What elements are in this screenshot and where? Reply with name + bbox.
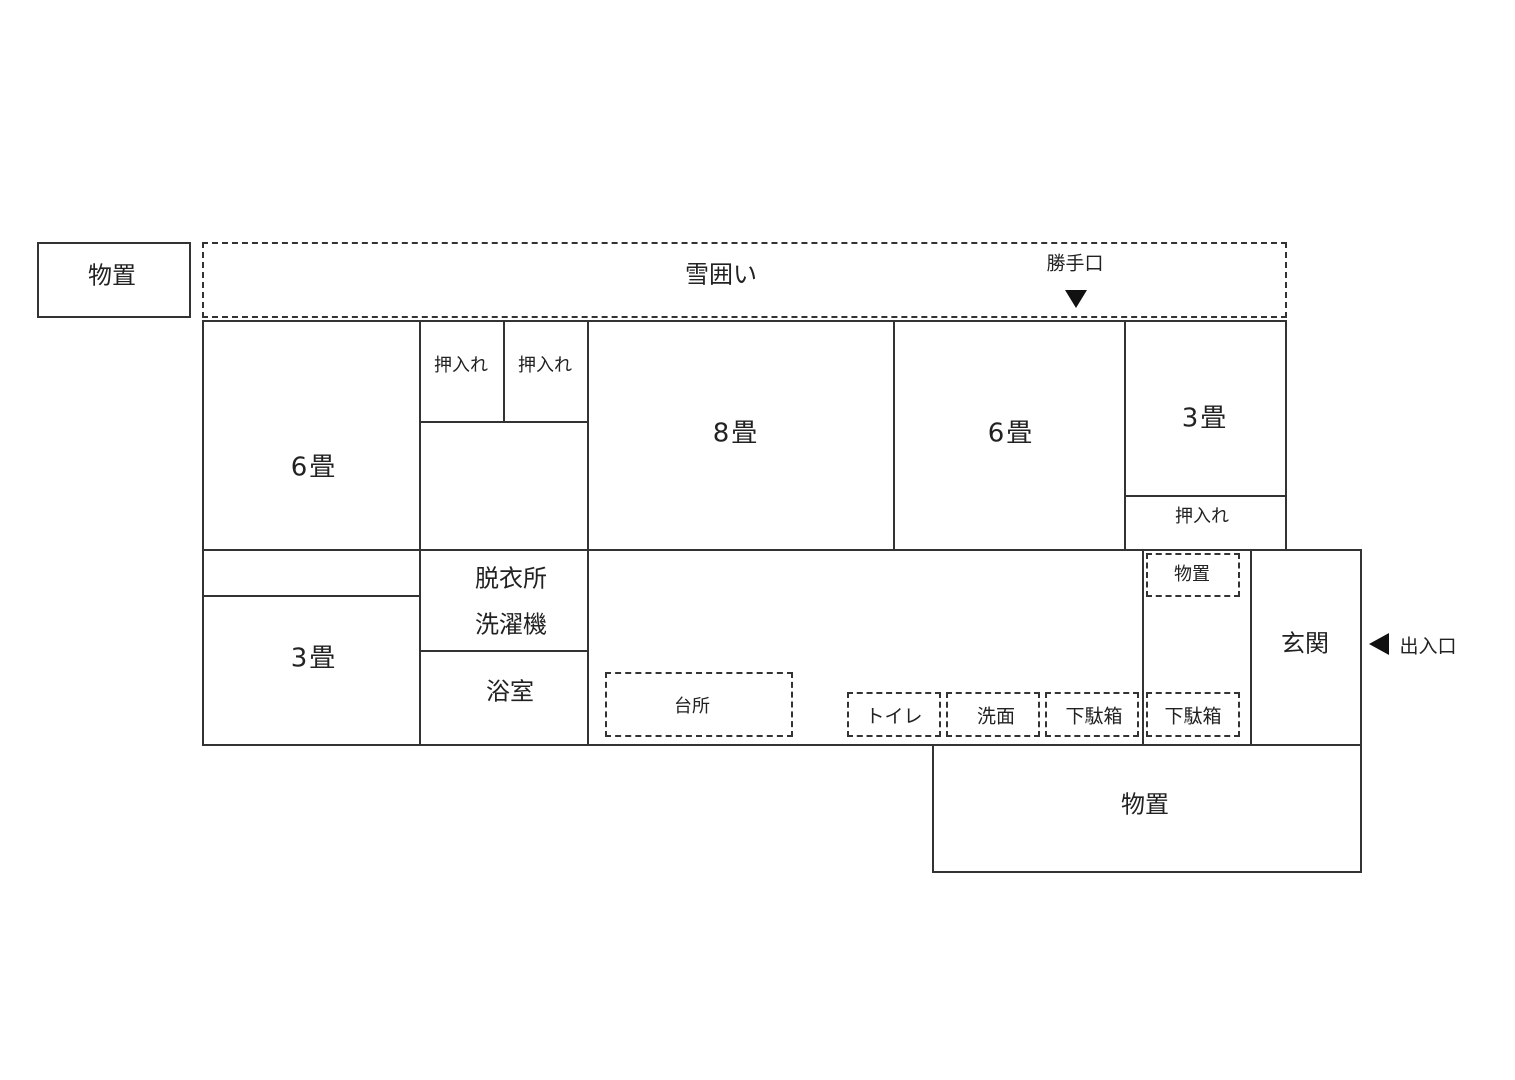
closet-b-label: 押入れ: [518, 355, 572, 376]
room-8-label: 8畳: [712, 418, 760, 449]
toilet-area: [847, 692, 941, 737]
west-room-6-label: 6畳: [290, 452, 338, 483]
wall-room8-west: [587, 320, 589, 746]
east-closet-label: 押入れ: [1175, 506, 1229, 527]
wall-hall-west: [1142, 549, 1144, 746]
washbasin-label: 洗面: [976, 705, 1016, 728]
shed-bottom: [932, 744, 1362, 873]
snow-fence-label: 雪囲い: [685, 260, 757, 289]
room-6-label: 6畳: [987, 418, 1035, 449]
east-room-3-label: 3畳: [1181, 403, 1229, 434]
changing-room-label: 脱衣所: [475, 564, 547, 593]
entrance-label: 玄関: [1281, 629, 1329, 658]
wall-room3-west: [1124, 320, 1126, 551]
shed-top-left-label: 物置: [88, 261, 136, 290]
back-door-label: 勝手口: [1046, 252, 1104, 275]
shed-bottom-label: 物置: [1121, 790, 1169, 819]
closet-a-label: 押入れ: [434, 355, 488, 376]
back-door-arrow-icon: [1065, 290, 1087, 308]
shoe-box-2-area: [1146, 692, 1240, 737]
house-lower-block: [202, 549, 1362, 746]
wall-west-3-top: [202, 595, 421, 597]
kitchen-area: [605, 672, 793, 737]
wall-entrance-west: [1250, 549, 1252, 746]
wall-west-room: [419, 320, 421, 746]
snow-fence: [202, 242, 1287, 318]
washbasin-area: [946, 692, 1040, 737]
kitchen-label: 台所: [674, 696, 710, 717]
wall-closets-bottom: [419, 421, 589, 423]
wall-bath-top: [419, 650, 589, 652]
west-room-3-label: 3畳: [290, 643, 338, 674]
entry-arrow-icon: [1369, 633, 1389, 655]
storage-small-area: [1146, 553, 1240, 597]
bathroom-label: 浴室: [486, 677, 534, 706]
shed-top-left: [37, 242, 191, 318]
shoe-box-1-area: [1045, 692, 1139, 737]
washing-machine-label: 洗濯機: [475, 610, 547, 639]
wall-closets-mid: [503, 320, 505, 422]
wall-room8-east: [893, 320, 895, 551]
toilet-label: トイレ: [865, 705, 923, 728]
wall-east-closet-top: [1124, 495, 1287, 497]
entry-exit-label: 出入口: [1399, 635, 1457, 658]
storage-small-label: 物置: [1174, 564, 1210, 585]
shoe-box-2-label: 下駄箱: [1164, 705, 1222, 728]
shoe-box-1-label: 下駄箱: [1065, 705, 1123, 728]
